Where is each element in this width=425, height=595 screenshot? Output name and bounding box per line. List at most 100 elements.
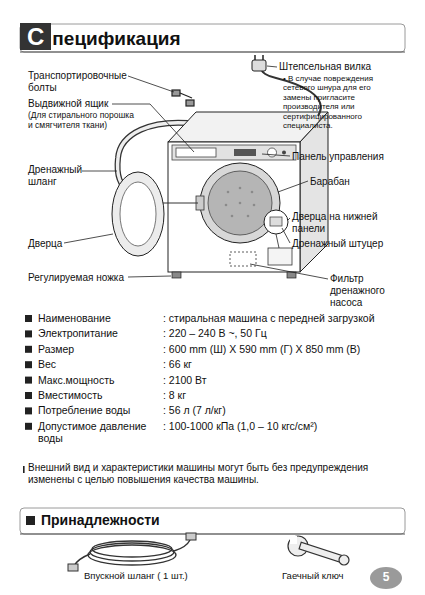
drum-hole: [239, 202, 242, 205]
bullet: [25, 407, 32, 414]
callout-label: Барабан: [310, 176, 400, 188]
callout-note: • В случае повреждения сетевого шнура дл…: [283, 74, 401, 131]
page-title: Спецификация: [20, 22, 181, 54]
leader-line: [267, 66, 277, 67]
bullet: [25, 392, 32, 399]
leader-line: [278, 181, 308, 192]
spec-name: Вес: [38, 358, 163, 370]
lower-panel-door: [268, 248, 292, 265]
leader-line: [288, 218, 290, 220]
bullet: [25, 377, 32, 384]
spec-value: : 220 – 240 В ~, 50 Гц: [163, 327, 413, 339]
inlet-hose: [74, 540, 190, 566]
leader-line: [276, 234, 279, 248]
spec-name: Размер: [38, 343, 163, 355]
wrench-jaw: [290, 536, 297, 544]
drum-hole: [251, 191, 254, 194]
hose-coil: [88, 545, 176, 565]
plug-pin: [262, 55, 264, 60]
leader-line: [128, 276, 171, 277]
note-text: Внешний вид и характеристики машины могу…: [28, 462, 413, 486]
plug: [252, 60, 266, 71]
bolt-head: [172, 90, 180, 96]
callout-label: Транспортировочные болты: [28, 70, 132, 94]
foot: [172, 272, 181, 278]
bolt-shank: [180, 93, 192, 98]
callout-label: Штепсельная вилка: [279, 61, 409, 73]
bullet: [26, 516, 35, 525]
bullet: [25, 423, 32, 430]
callout-label: Дренажный шланг: [28, 164, 98, 188]
spec-name: Электропитание: [38, 327, 163, 339]
door-hinge-arm: [160, 203, 198, 204]
wrench-end: [339, 555, 349, 565]
callout-label: Выдвижной ящик: [28, 98, 148, 110]
drum-hole: [247, 215, 250, 218]
hose-end: [174, 540, 190, 551]
door: [112, 172, 164, 256]
callout-label: Фильтр дренажного насоса: [330, 273, 418, 308]
accessory-label: Гаечный ключ: [282, 570, 392, 581]
callout-label: Дверца на нижней панели: [292, 211, 392, 235]
detergent-drawer: [176, 148, 216, 157]
leader-line: [250, 264, 328, 279]
leader-line: [282, 228, 290, 243]
spec-name: Макс.мощность: [38, 374, 163, 386]
leader-line: [64, 234, 113, 243]
spec-value: : 8 кг: [163, 389, 413, 401]
hose-fitting: [186, 533, 196, 540]
control-panel: [172, 145, 296, 160]
leader-line: [128, 76, 174, 92]
bullet: [25, 346, 32, 353]
section-rule: [20, 533, 405, 534]
section-heading: Принадлежности: [41, 512, 241, 529]
spec-name: Наименование: [38, 312, 163, 324]
accessory-label: Впускной шланг ( 1 шт.): [84, 570, 224, 581]
drum-hole: [225, 204, 228, 207]
bullet: [25, 330, 32, 337]
zoom-circle: [264, 210, 288, 234]
transport-bolts: [172, 90, 194, 106]
spec-bullets: [25, 315, 32, 430]
machine-front: [168, 142, 300, 272]
drum: [208, 171, 272, 235]
bolt-head: [186, 100, 194, 106]
section-frame: [20, 508, 405, 534]
hose-coil: [92, 541, 172, 557]
spec-name: Потребление воды: [38, 404, 163, 416]
spec-value: : 600 mm (Ш) X 590 mm (Г) X 850 mm (В): [163, 343, 413, 355]
knob: [268, 148, 277, 157]
drum-hole: [231, 215, 234, 218]
plug-pin: [254, 55, 256, 60]
spec-name: Допустимое давление воды: [38, 420, 163, 445]
title-rule: [20, 51, 405, 52]
leader-line: [82, 171, 117, 172]
button: [282, 151, 286, 155]
spec-value: : 100-1000 кПа (1,0 – 10 кгс/см²): [163, 420, 413, 432]
callout-label: Дренажный штуцер: [292, 238, 412, 250]
zoom-detail: [270, 217, 282, 226]
bullet: [25, 315, 32, 322]
display: [234, 149, 256, 156]
door-glass: [120, 182, 156, 246]
bullet: [25, 361, 32, 368]
wrench-handle: [299, 542, 343, 562]
spec-name: Вместимость: [38, 389, 163, 401]
hose-fitting: [68, 564, 78, 571]
drum-holes: [225, 187, 256, 218]
callout-label: Дверца: [28, 238, 108, 250]
pump-filter: [230, 252, 256, 266]
page-badge: [370, 567, 402, 589]
leader-line: [262, 154, 290, 156]
callout-note: (Для стирального порошка и смягчителя тк…: [28, 110, 140, 130]
note-mark: [23, 466, 25, 473]
spec-value: : стиральная машина с передней загрузкой: [163, 312, 413, 324]
callout-label: Панель управления: [292, 151, 417, 163]
spec-value: : 56 л (7 л/кг): [163, 404, 413, 416]
spec-value: : 66 кг: [163, 358, 413, 370]
wrench: [288, 536, 349, 565]
page-number: 5: [370, 570, 402, 584]
drum-hole: [227, 191, 230, 194]
spec-value: : 2100 Вт: [163, 374, 413, 386]
